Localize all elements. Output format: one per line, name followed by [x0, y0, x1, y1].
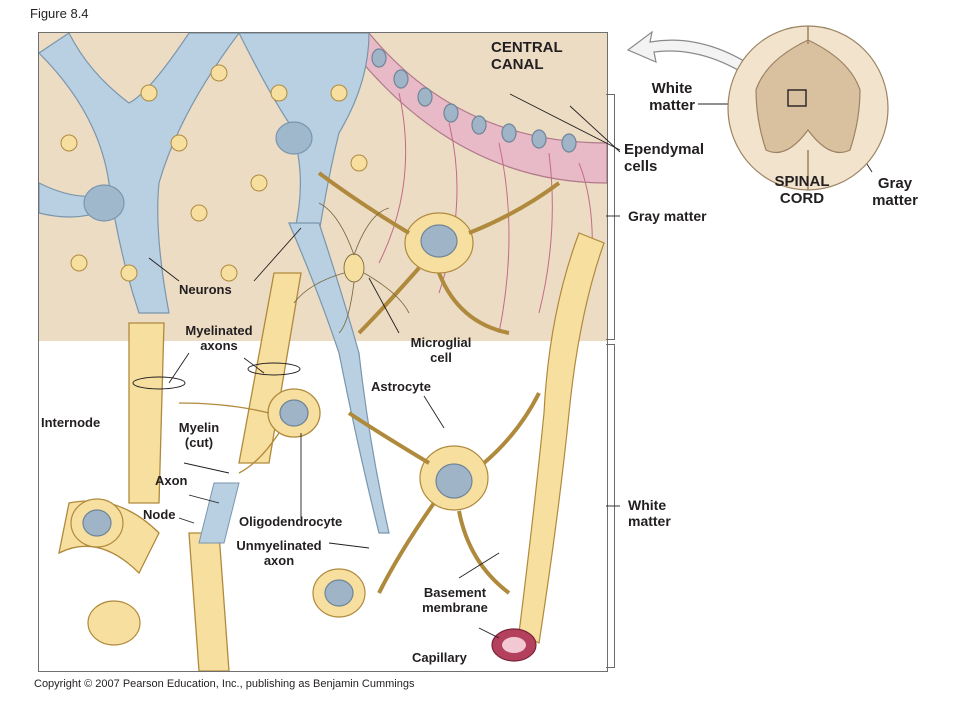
label-neurons: Neurons — [179, 282, 232, 297]
label-axon: Axon — [155, 473, 188, 488]
label-basement-membrane: Basement membrane — [422, 585, 488, 615]
inset-zoom-box — [787, 89, 807, 107]
label-myelinated-axons: Myelinated axons — [185, 323, 253, 353]
label-node: Node — [143, 507, 176, 522]
label-myelin-cut: Myelin (cut) — [178, 420, 220, 450]
label-capillary: Capillary — [412, 650, 467, 665]
label-unmyelinated-axon: Unmyelinated axon — [236, 538, 322, 568]
synaptic-terminals — [60, 64, 368, 282]
label-ependymal-cells: Ependymal cells — [624, 141, 705, 175]
gray-matter-bracket — [606, 94, 615, 340]
label-central-canal: CENTRAL CANAL — [491, 39, 563, 73]
label-white-matter-side: White matter — [628, 497, 671, 529]
figure-title: Figure 8.4 — [30, 6, 89, 21]
label-oligodendrocyte: Oligodendrocyte — [239, 514, 343, 529]
leader-lines — [132, 227, 500, 639]
label-white-matter-inset: White matter — [649, 80, 695, 114]
illustration-panel: CENTRAL CANAL Neurons Myelinated axons M… — [38, 32, 608, 672]
axon-segment — [198, 482, 240, 544]
astrocyte-lower — [347, 392, 541, 595]
microglial-cell — [293, 202, 410, 334]
label-spinal-cord: SPINAL CORD — [774, 173, 830, 207]
label-astrocyte: Astrocyte — [371, 379, 431, 394]
label-microglial-cell: Microglial cell — [410, 335, 472, 365]
oligodendrocyte-cell — [178, 388, 321, 474]
white-matter-bracket — [606, 344, 615, 668]
copyright-notice: Copyright © 2007 Pearson Education, Inc.… — [34, 678, 415, 690]
cns-tissue-illustration — [39, 33, 607, 671]
label-internode: Internode — [41, 415, 101, 430]
astrocyte-upper — [317, 171, 561, 335]
label-gray-matter-inset: Gray matter — [872, 175, 918, 209]
lower-left-cell — [70, 498, 366, 646]
neurons-group — [39, 33, 390, 534]
capillary-vessel — [491, 232, 605, 662]
label-gray-matter-side: Gray matter — [628, 208, 707, 224]
